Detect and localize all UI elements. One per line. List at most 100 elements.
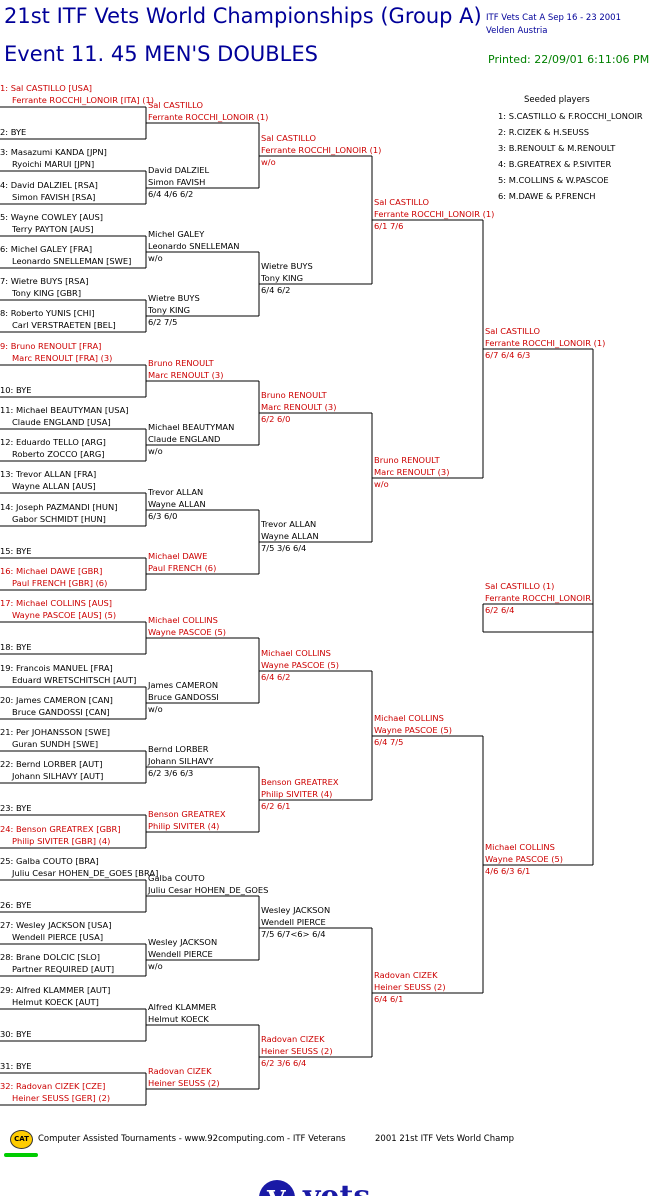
- score: 6/2 6/0: [261, 414, 291, 424]
- score: 6/4 6/1: [374, 994, 404, 1004]
- winner-line-2: Ferrante ROCCHI_LONOIR (1): [261, 145, 382, 155]
- score: w/o: [374, 479, 389, 489]
- winner-line-2: Marc RENOULT (3): [148, 370, 224, 380]
- entry-line-2: Guran SUNDH [SWE]: [12, 739, 99, 749]
- seed-item: 2: R.CIZEK & H.SEUSS: [498, 127, 590, 137]
- entry-line-2: Leonardo SNELLEMAN [SWE]: [12, 256, 132, 266]
- vets-logo: V vets: [255, 1170, 373, 1196]
- winner-line-1: Sal CASTILLO: [374, 197, 430, 207]
- score: 6/2 3/6 6/4: [261, 1058, 307, 1068]
- winner-line-2: Marc RENOULT (3): [261, 402, 337, 412]
- seed-item: 5: M.COLLINS & W.PASCOE: [498, 175, 609, 185]
- entry-line-2: Eduard WRETSCHITSCH [AUT]: [12, 675, 137, 685]
- winner-line-1: Michael BEAUTYMAN: [148, 422, 235, 432]
- entry-line-2: Partner REQUIRED [AUT]: [12, 964, 115, 974]
- entry-line-1: 9: Bruno RENOULT [FRA]: [0, 341, 102, 351]
- entry-line-2: Wayne ALLAN [AUS]: [12, 481, 96, 491]
- score: w/o: [148, 253, 163, 263]
- entry-line-2: Heiner SEUSS [GER] (2): [12, 1093, 111, 1103]
- winner-line-1: Bruno RENOULT: [261, 390, 327, 400]
- winner-line-1: Wietre BUYS: [148, 293, 200, 303]
- winner-line-2: Tony KING: [261, 273, 304, 283]
- entry-line-1: 25: Galba COUTO [BRA]: [0, 856, 99, 866]
- entry-line-2: Gabor SCHMIDT [HUN]: [12, 514, 106, 524]
- score: w/o: [148, 961, 163, 971]
- winner-line-2: Wendell PIERCE: [261, 917, 326, 927]
- winner-line-2: Helmut KOECK: [148, 1014, 209, 1024]
- entry-line-1: 28: Brane DOLCIC [SLO]: [0, 952, 100, 962]
- winner-line-1: Michel GALEY: [148, 229, 205, 239]
- winner-line-1: Trevor ALLAN: [261, 519, 317, 529]
- winner-line-1: Benson GREATREX: [148, 809, 226, 819]
- entry-line-2: Claude ENGLAND [USA]: [12, 417, 111, 427]
- champion-line-2: Ferrante ROCCHI_LONOIR: [485, 593, 591, 603]
- winner-line-2: Juliu Cesar HOHEN_DE_GOES: [148, 885, 269, 895]
- score: 6/4 4/6 6/2: [148, 189, 194, 199]
- winner-line-2: Philip SIVITER (4): [261, 789, 333, 799]
- seed-item: 6: M.DAWE & P.FRENCH: [498, 191, 596, 201]
- winner-line-2: Ferrante ROCCHI_LONOIR (1): [485, 338, 606, 348]
- tournament-title: 21st ITF Vets World Championships (Group…: [4, 4, 482, 28]
- entry-line-2: Ryoichi MARUI [JPN]: [12, 159, 95, 169]
- winner-line-1: Wesley JACKSON: [261, 905, 331, 915]
- entry-line-1: 13: Trevor ALLAN [FRA]: [0, 469, 97, 479]
- event-title: Event 11. 45 MEN'S DOUBLES: [4, 42, 318, 66]
- entry-line-1: 12: Eduardo TELLO [ARG]: [0, 437, 106, 447]
- entry-line-2: Wayne PASCOE [AUS] (5): [12, 610, 117, 620]
- winner-line-2: Wayne PASCOE (5): [485, 854, 564, 864]
- winner-line-1: Bruno RENOULT: [148, 358, 214, 368]
- winner-line-2: Leonardo SNELLEMAN: [148, 241, 240, 251]
- meta-line-2: Velden Austria: [486, 26, 548, 36]
- entry-line-1: 14: Joseph PAZMANDI [HUN]: [0, 502, 118, 512]
- score: 6/7 6/4 6/3: [485, 350, 531, 360]
- entry-line-1: 29: Alfred KLAMMER [AUT]: [0, 985, 111, 995]
- winner-line-2: Marc RENOULT (3): [374, 467, 450, 477]
- winner-line-1: Radovan CIZEK: [261, 1034, 325, 1044]
- score: w/o: [148, 446, 163, 456]
- entry-line-1: 26: BYE: [0, 900, 32, 910]
- winner-line-1: Sal CASTILLO: [148, 100, 204, 110]
- meta-line-1: ITF Vets Cat A Sep 16 - 23 2001: [486, 13, 621, 23]
- entry-line-1: 21: Per JOHANSSON [SWE]: [0, 727, 111, 737]
- entry-line-2: Paul FRENCH [GBR] (6): [12, 578, 108, 588]
- vets-logo-text: vets: [302, 1179, 370, 1196]
- winner-line-2: Ferrante ROCCHI_LONOIR (1): [148, 112, 269, 122]
- winner-line-1: James CAMERON: [148, 680, 219, 690]
- winner-line-2: Johann SILHAVY: [148, 756, 214, 766]
- winner-line-2: Heiner SEUSS (2): [261, 1046, 333, 1056]
- entry-line-1: 27: Wesley JACKSON [USA]: [0, 920, 112, 930]
- winner-line-2: Wayne PASCOE (5): [148, 627, 227, 637]
- entry-line-2: Johann SILHAVY [AUT]: [12, 771, 104, 781]
- entry-line-1: 23: BYE: [0, 803, 32, 813]
- score: w/o: [261, 157, 276, 167]
- winner-line-2: Simon FAVISH: [148, 177, 206, 187]
- winner-line-1: Bruno RENOULT: [374, 455, 440, 465]
- entry-line-1: 7: Wietre BUYS [RSA]: [0, 276, 89, 286]
- printed-timestamp: Printed: 22/09/01 6:11:06 PM: [488, 53, 650, 66]
- score: 4/6 6/3 6/1: [485, 866, 531, 876]
- entry-line-1: 22: Bernd LORBER [AUT]: [0, 759, 103, 769]
- entry-line-1: 17: Michael COLLINS [AUS]: [0, 598, 113, 608]
- winner-line-2: Wayne ALLAN: [148, 499, 206, 509]
- entry-line-1: 10: BYE: [0, 385, 32, 395]
- winner-line-2: Tony KING: [148, 305, 191, 315]
- winner-line-1: Galba COUTO: [148, 873, 205, 883]
- entry-line-2: Helmut KOECK [AUT]: [12, 997, 99, 1007]
- winner-line-2: Ferrante ROCCHI_LONOIR (1): [374, 209, 495, 219]
- winner-line-1: Alfred KLAMMER: [148, 1002, 217, 1012]
- score: 6/4 6/2: [261, 285, 291, 295]
- winner-line-1: Michael COLLINS: [374, 713, 444, 723]
- score: 7/5 6/7<6> 6/4: [261, 929, 326, 939]
- seed-item: 1: S.CASTILLO & F.ROCCHI_LONOIR: [498, 111, 643, 121]
- winner-line-1: Michael DAWE: [148, 551, 208, 561]
- champion-line-1: Sal CASTILLO (1): [485, 581, 555, 591]
- winner-line-2: Claude ENGLAND: [148, 434, 221, 444]
- cat-logo: CAT: [10, 1130, 33, 1149]
- winner-line-1: Michael COLLINS: [261, 648, 331, 658]
- score: 6/2 3/6 6/3: [148, 768, 194, 778]
- winner-line-1: David DALZIEL: [148, 165, 210, 175]
- seeded-players-title: Seeded players: [524, 95, 590, 105]
- entry-line-2: Tony KING [GBR]: [12, 288, 82, 298]
- winner-line-1: Radovan CIZEK: [148, 1066, 212, 1076]
- entry-line-1: 16: Michael DAWE [GBR]: [0, 566, 103, 576]
